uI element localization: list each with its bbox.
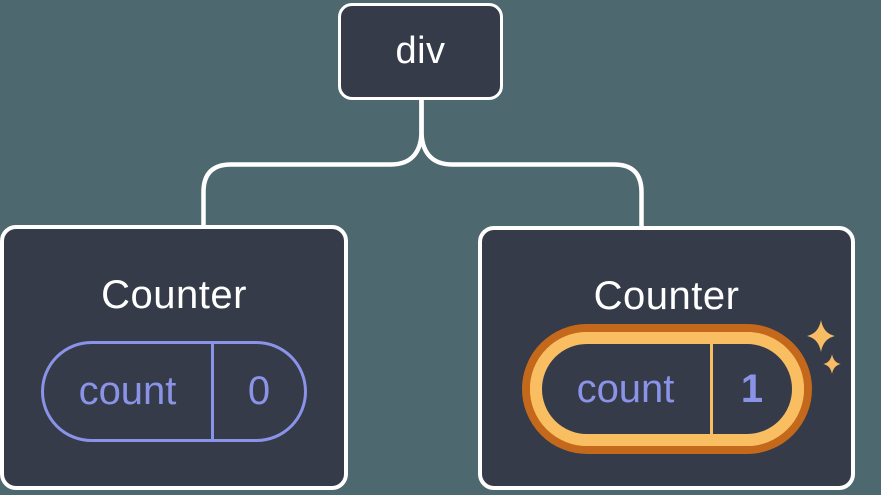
connector-left-branch — [201, 100, 424, 225]
state-value: 0 — [247, 369, 271, 413]
root-node-div: div — [338, 3, 503, 100]
card-title: Counter — [593, 274, 740, 318]
state-pill: count 0 — [41, 341, 307, 442]
state-key-label: count — [542, 344, 713, 434]
state-pill-highlight-ring: count 1 — [521, 324, 812, 454]
state-value: 1 — [740, 366, 764, 411]
counter-card-right: Counter count 1 — [478, 226, 855, 490]
counter-card-left: Counter count 0 — [0, 225, 348, 490]
connector-right-branch — [419, 100, 644, 226]
card-title: Counter — [101, 273, 247, 317]
state-key-label: count — [44, 344, 214, 439]
root-node-label: div — [395, 30, 446, 72]
state-pill-highlighted: count 1 — [529, 332, 804, 446]
